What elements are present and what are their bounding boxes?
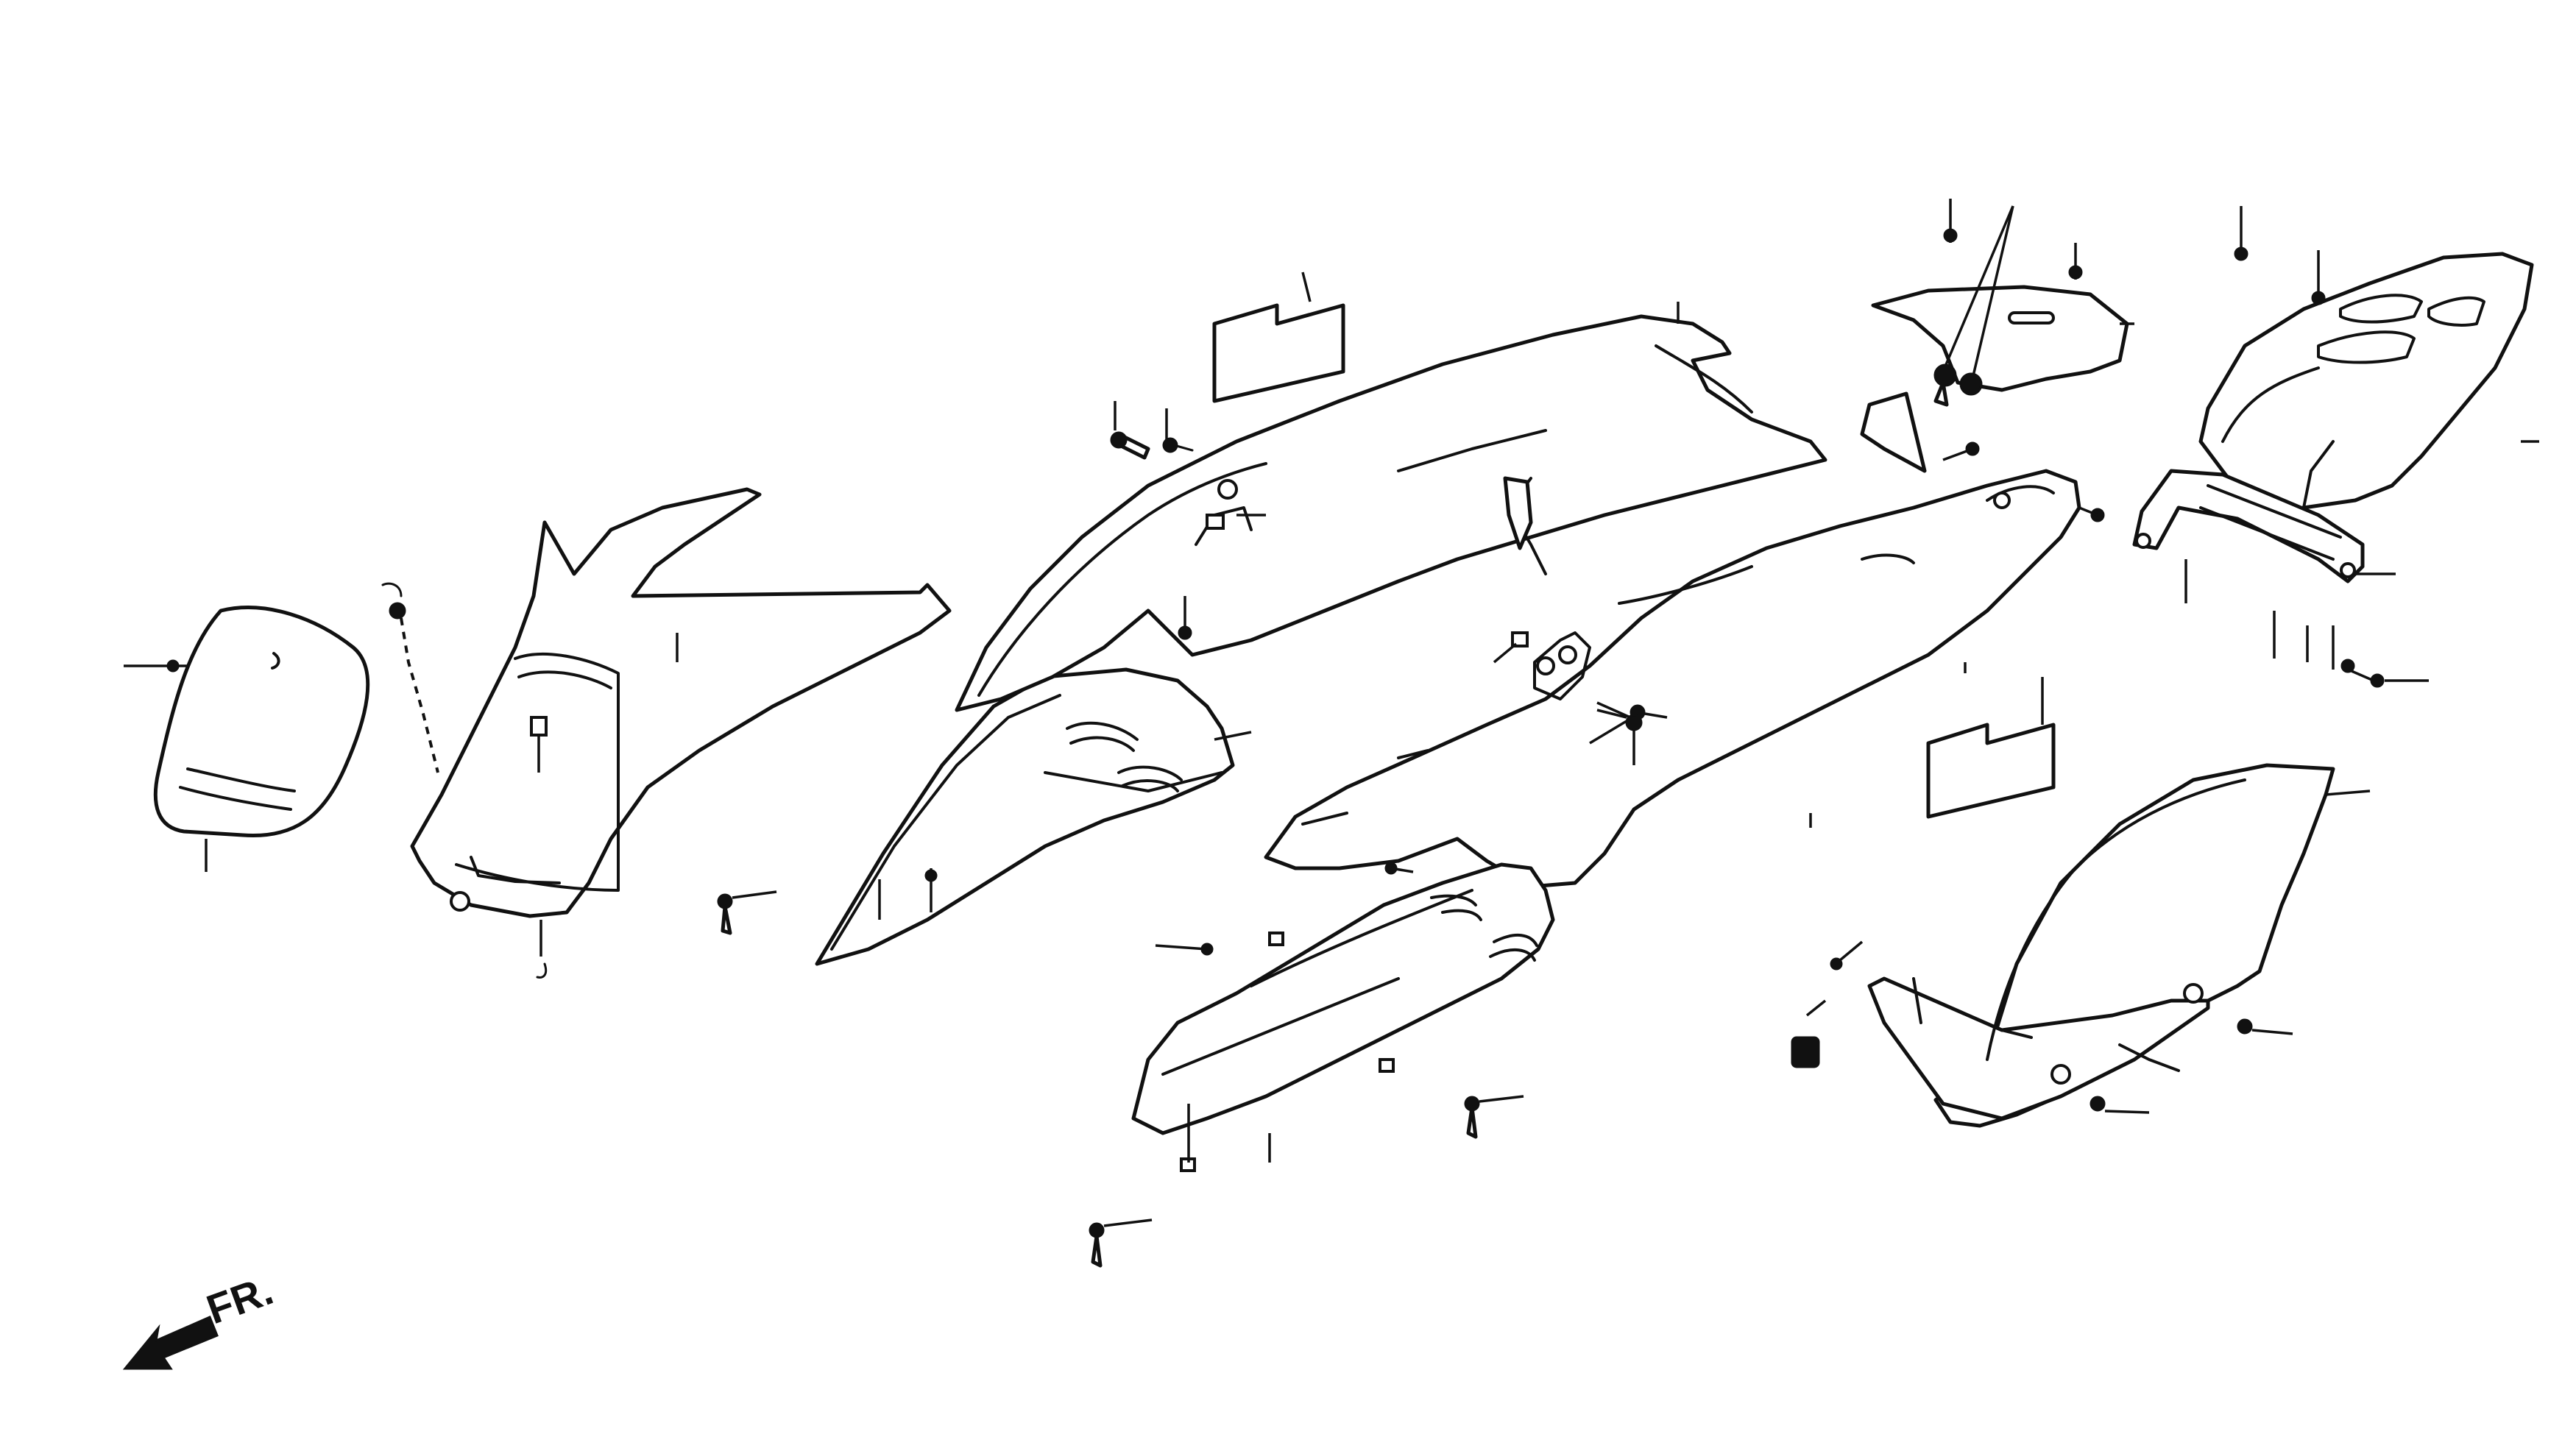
front-direction-arrow-icon — [122, 1316, 219, 1370]
trim-strip — [1860, 391, 1927, 473]
screw-under-cowl-1 — [1155, 943, 1214, 956]
screw-lower-cowl-2 — [1589, 701, 1643, 765]
screw-fender-2 — [2090, 1096, 2150, 1114]
rear-center-cover — [1871, 285, 2134, 392]
seat-cowl-bracket — [2132, 469, 2396, 583]
screw-upper-cowl-1 — [1110, 401, 1150, 460]
under-cowl — [1131, 862, 1555, 1172]
middle-inner-cowl — [815, 667, 1252, 966]
front-number-plate — [124, 606, 370, 872]
screw-seat-cowl-group — [2078, 206, 2429, 688]
rear-fender — [1867, 763, 2371, 1128]
screw-upper-cowl-3 — [1178, 596, 1192, 640]
screw-under-cowl-2 — [1384, 862, 1414, 875]
assembly-guide-line — [400, 617, 439, 773]
screw-trim — [1942, 441, 1980, 461]
front-direction-indicator: FR. — [122, 1266, 279, 1370]
screw-under-cowl-3 — [1464, 1095, 1524, 1139]
screw-under-cowl-4 — [1089, 1218, 1153, 1268]
fr-label: FR. — [201, 1266, 279, 1333]
screw-upper-cowl-2 — [1162, 408, 1194, 453]
rubber-grommet — [1791, 999, 1827, 1068]
decal-label-right — [1926, 677, 2056, 819]
clip-bracket — [1503, 476, 1533, 550]
screw-fairing-bottom — [717, 890, 777, 935]
screw-fairing-top — [381, 582, 406, 620]
screw-rear-cover-group — [1933, 199, 2083, 407]
rear-seat-cowl — [2198, 252, 2539, 517]
screw-fender-3 — [1830, 940, 1864, 971]
decal-label-left — [1212, 272, 1345, 403]
front-fairing — [410, 487, 952, 979]
screw-fender-1 — [2237, 1018, 2293, 1035]
